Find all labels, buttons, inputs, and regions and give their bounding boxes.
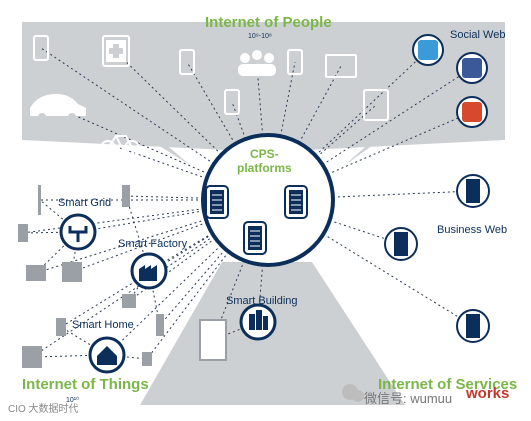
social-web-label: Social Web bbox=[450, 29, 506, 41]
secondary-connector-7 bbox=[60, 326, 108, 356]
secondary-connector-0 bbox=[39, 199, 79, 233]
sensor-icon bbox=[142, 352, 152, 366]
monitor-icon bbox=[325, 54, 357, 78]
connector-line-12 bbox=[267, 111, 473, 201]
internet-of-people-title: Internet of People bbox=[205, 14, 332, 31]
business-web-label: Business Web bbox=[437, 224, 508, 236]
brand-watermark: works bbox=[466, 385, 510, 402]
secondary-connector-3 bbox=[22, 231, 79, 234]
connector-line-13 bbox=[267, 190, 474, 201]
phone-icon-4 bbox=[224, 89, 240, 115]
smartphone-icon bbox=[33, 35, 49, 61]
connector-line-8 bbox=[57, 107, 269, 201]
people-group-icon bbox=[238, 50, 276, 76]
electric-car-icon bbox=[30, 94, 86, 121]
smart-home-node bbox=[88, 336, 126, 374]
internet-of-services-title: Internet of Services bbox=[378, 376, 518, 393]
connector-line-28 bbox=[128, 199, 269, 302]
hub-server-1 bbox=[205, 185, 229, 219]
cps-hub-label-2: platforms bbox=[237, 161, 292, 175]
left-wedge bbox=[22, 22, 190, 165]
thermostat-icon bbox=[18, 224, 28, 242]
cps-hub bbox=[201, 133, 335, 267]
business-server-2 bbox=[384, 227, 418, 261]
connector-line-23 bbox=[125, 195, 269, 201]
secondary-connector-4 bbox=[125, 195, 150, 272]
cps-hub-label-1: CPS- bbox=[250, 147, 279, 161]
smart-factory-node bbox=[130, 252, 168, 290]
smart-grid-node bbox=[59, 213, 97, 251]
facebook-icon bbox=[456, 52, 488, 84]
connector-line-7 bbox=[267, 104, 377, 201]
washer-icon bbox=[22, 346, 42, 368]
hub-server-2 bbox=[284, 185, 308, 219]
door-icon bbox=[199, 319, 227, 361]
wind-turbine-icon bbox=[38, 185, 41, 215]
tablet-icon bbox=[102, 35, 130, 67]
solar-panel-icon bbox=[62, 262, 82, 282]
smart-factory-label: Smart Factory bbox=[118, 238, 188, 250]
bottom-right-watermark: 微信号: wumuu bbox=[364, 391, 453, 406]
smart-building-label: Smart Building bbox=[226, 295, 298, 307]
internet-of-things-title: Internet of Things bbox=[22, 376, 149, 393]
connector-line-16 bbox=[77, 199, 269, 233]
gear-icon bbox=[122, 294, 136, 308]
bulb-icon bbox=[56, 318, 66, 336]
business-server-1 bbox=[456, 174, 490, 208]
robot-arm-icon bbox=[122, 185, 130, 207]
smart-home-label: Smart Home bbox=[72, 319, 134, 331]
things-range-label: 10¹⁰ bbox=[66, 397, 79, 404]
twitter-icon bbox=[412, 34, 444, 66]
connector-line-4 bbox=[267, 61, 296, 201]
google-plus-icon bbox=[456, 96, 488, 128]
medical-kit-icon bbox=[106, 40, 126, 62]
smart-grid-label: Smart Grid bbox=[58, 197, 112, 209]
building-wedge bbox=[140, 262, 405, 405]
business-server-3 bbox=[456, 309, 490, 343]
hub-server-3 bbox=[243, 221, 267, 255]
smart-building-node bbox=[239, 303, 277, 341]
phone-icon-2 bbox=[179, 49, 195, 75]
plug-icon bbox=[156, 314, 164, 336]
tablet-icon-2 bbox=[363, 89, 389, 121]
connector-line-14 bbox=[267, 199, 402, 245]
phone-icon-3 bbox=[287, 49, 303, 75]
connector-line-18 bbox=[106, 199, 269, 356]
wechat-icon bbox=[342, 384, 364, 402]
people-range-label: 10⁹-10⁸ bbox=[248, 33, 272, 40]
bottom-left-watermark: CIO 大数据时代 bbox=[8, 404, 79, 415]
connector-line-27 bbox=[146, 199, 269, 360]
bicycle-icon bbox=[100, 135, 140, 156]
connector-line-17 bbox=[148, 199, 269, 272]
meter-icon bbox=[26, 265, 46, 281]
